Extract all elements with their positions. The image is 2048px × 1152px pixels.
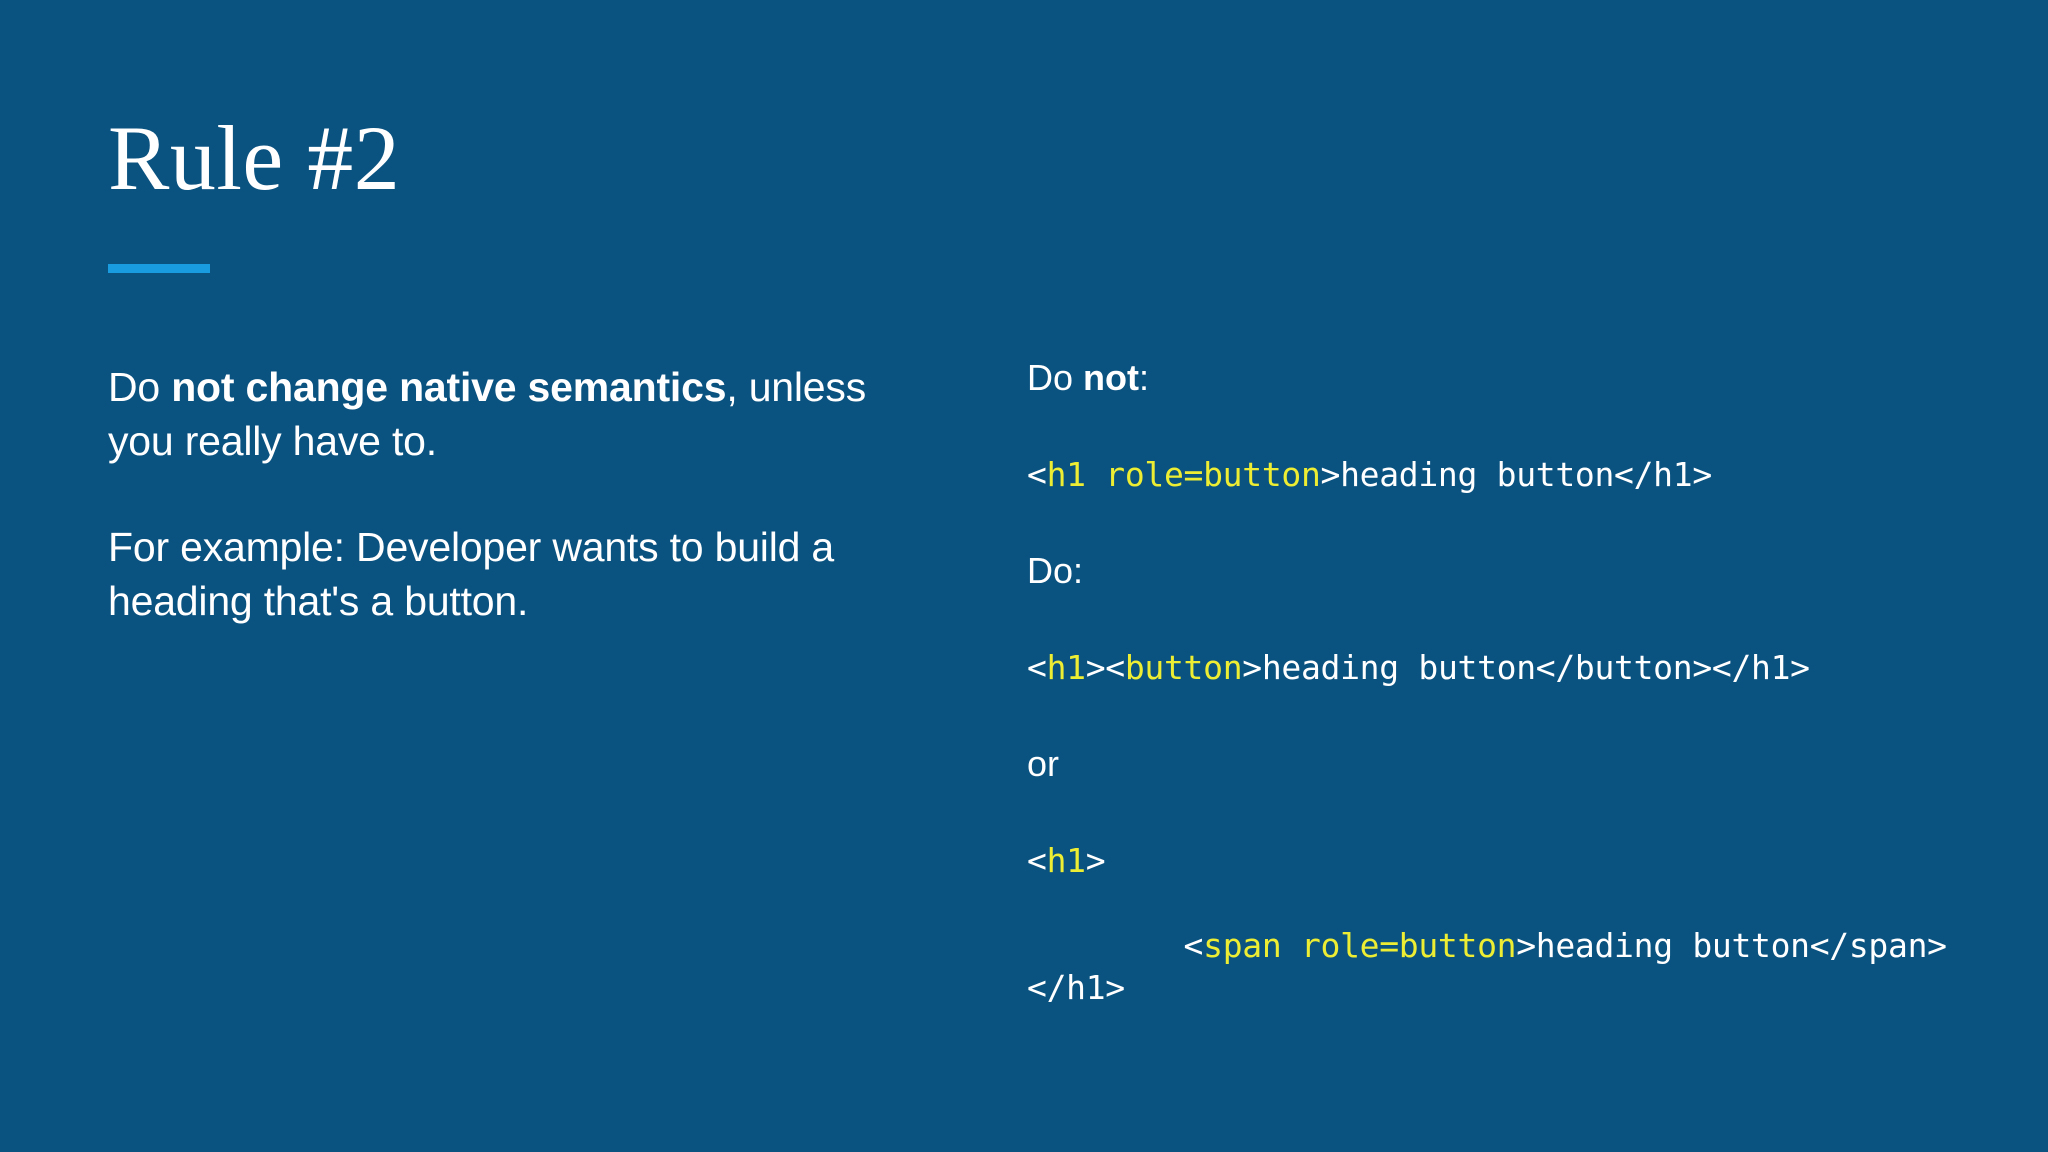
- code-remainder: >heading button</span>: [1516, 925, 1947, 965]
- code-open-angle: <: [1027, 841, 1047, 881]
- left-paragraph-2: For example: Developer wants to build a …: [108, 524, 835, 625]
- title-block: Rule #2: [108, 112, 928, 273]
- code-snippet-bad: <h1 role=button>heading button</h1>: [1027, 454, 1987, 496]
- code-tag-name: h1 role=button: [1046, 455, 1321, 494]
- left-content-column: Do not change native semantics, unless y…: [108, 360, 908, 680]
- label-or: or: [1027, 743, 1060, 785]
- right-code-column: Do not: <h1 role=button>heading button</…: [1027, 355, 1987, 1009]
- code-tag-h1: h1: [1046, 648, 1086, 688]
- label-do: Do:: [1027, 550, 1084, 592]
- code-open-angle: <: [1027, 455, 1047, 494]
- code-snippet-good-2: <h1> <span role=button>heading button</s…: [1027, 840, 1987, 1009]
- left-paragraph-1-lead: Do: [108, 364, 172, 410]
- code-remainder: >heading button</button></h1>: [1242, 648, 1810, 688]
- accent-divider: [108, 264, 210, 273]
- code-indent-open-angle: <: [1027, 925, 1204, 965]
- code-close-angle: >: [1085, 841, 1106, 881]
- code-tag-span: span role=button: [1203, 925, 1517, 965]
- code-mid-angles: ><: [1085, 648, 1125, 688]
- code-open-angle: <: [1027, 648, 1047, 688]
- label-do-not-lead: Do: [1027, 357, 1084, 398]
- code-remainder: >heading button</h1>: [1320, 455, 1713, 494]
- code-snippet-good-1: <h1><button>heading button</button></h1>: [1027, 647, 1987, 689]
- left-paragraph-1-tail: , unless you really have to.: [108, 364, 867, 465]
- left-paragraph-1-emphasis: not change native semantics: [171, 364, 727, 410]
- label-do-not: Do not:: [1027, 355, 1987, 400]
- page-title: Rule #2: [108, 107, 401, 209]
- code-closing-h1: </h1>: [1027, 968, 1125, 1008]
- label-do-not-emphasis: not: [1083, 357, 1139, 398]
- code-tag-h1: h1: [1046, 841, 1086, 881]
- code-tag-button: button: [1124, 648, 1243, 688]
- left-paragraph-1: Do not change native semantics, unless y…: [108, 360, 908, 468]
- label-do-not-tail: :: [1139, 357, 1150, 398]
